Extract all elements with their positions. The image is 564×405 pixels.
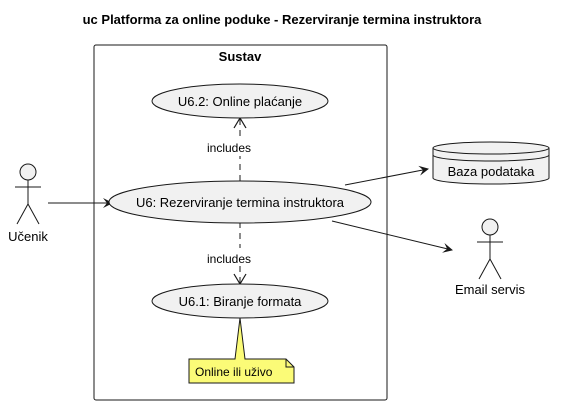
note: Online ili uživo (188, 317, 295, 384)
association-main-database (344, 165, 429, 186)
use-case-choose-format-label: U6.1: Biranje formata (179, 294, 303, 309)
actor-student: Učenik (8, 163, 48, 244)
association-main-email (331, 220, 453, 253)
database: Baza podataka (432, 141, 550, 185)
actor-email-service: Email servis (455, 218, 526, 297)
use-case-online-payment-label: U6.2: Online plaćanje (178, 94, 302, 109)
use-case-online-payment: U6.2: Online plaćanje (151, 83, 329, 119)
stick-figure-icon (477, 218, 503, 280)
include-label-payment: includes (207, 141, 251, 155)
include-relation-format: includes (207, 222, 251, 286)
database-label: Baza podataka (448, 164, 536, 179)
database-icon (432, 141, 550, 185)
diagram-title: uc Platforma za online poduke - Rezervir… (83, 12, 483, 27)
system-boundary-label: Sustav (219, 49, 262, 64)
stick-figure-icon (15, 163, 41, 225)
use-case-reserve-instructor-label: U6: Rezerviranje termina instruktora (136, 195, 345, 210)
use-case-reserve-instructor: U6: Rezerviranje termina instruktora (108, 180, 372, 224)
note-text: Online ili uživo (195, 365, 273, 379)
actor-student-label: Učenik (8, 229, 48, 244)
include-label-format: includes (207, 252, 251, 266)
use-case-choose-format: U6.1: Biranje formata (151, 283, 329, 319)
actor-email-service-label: Email servis (455, 282, 526, 297)
